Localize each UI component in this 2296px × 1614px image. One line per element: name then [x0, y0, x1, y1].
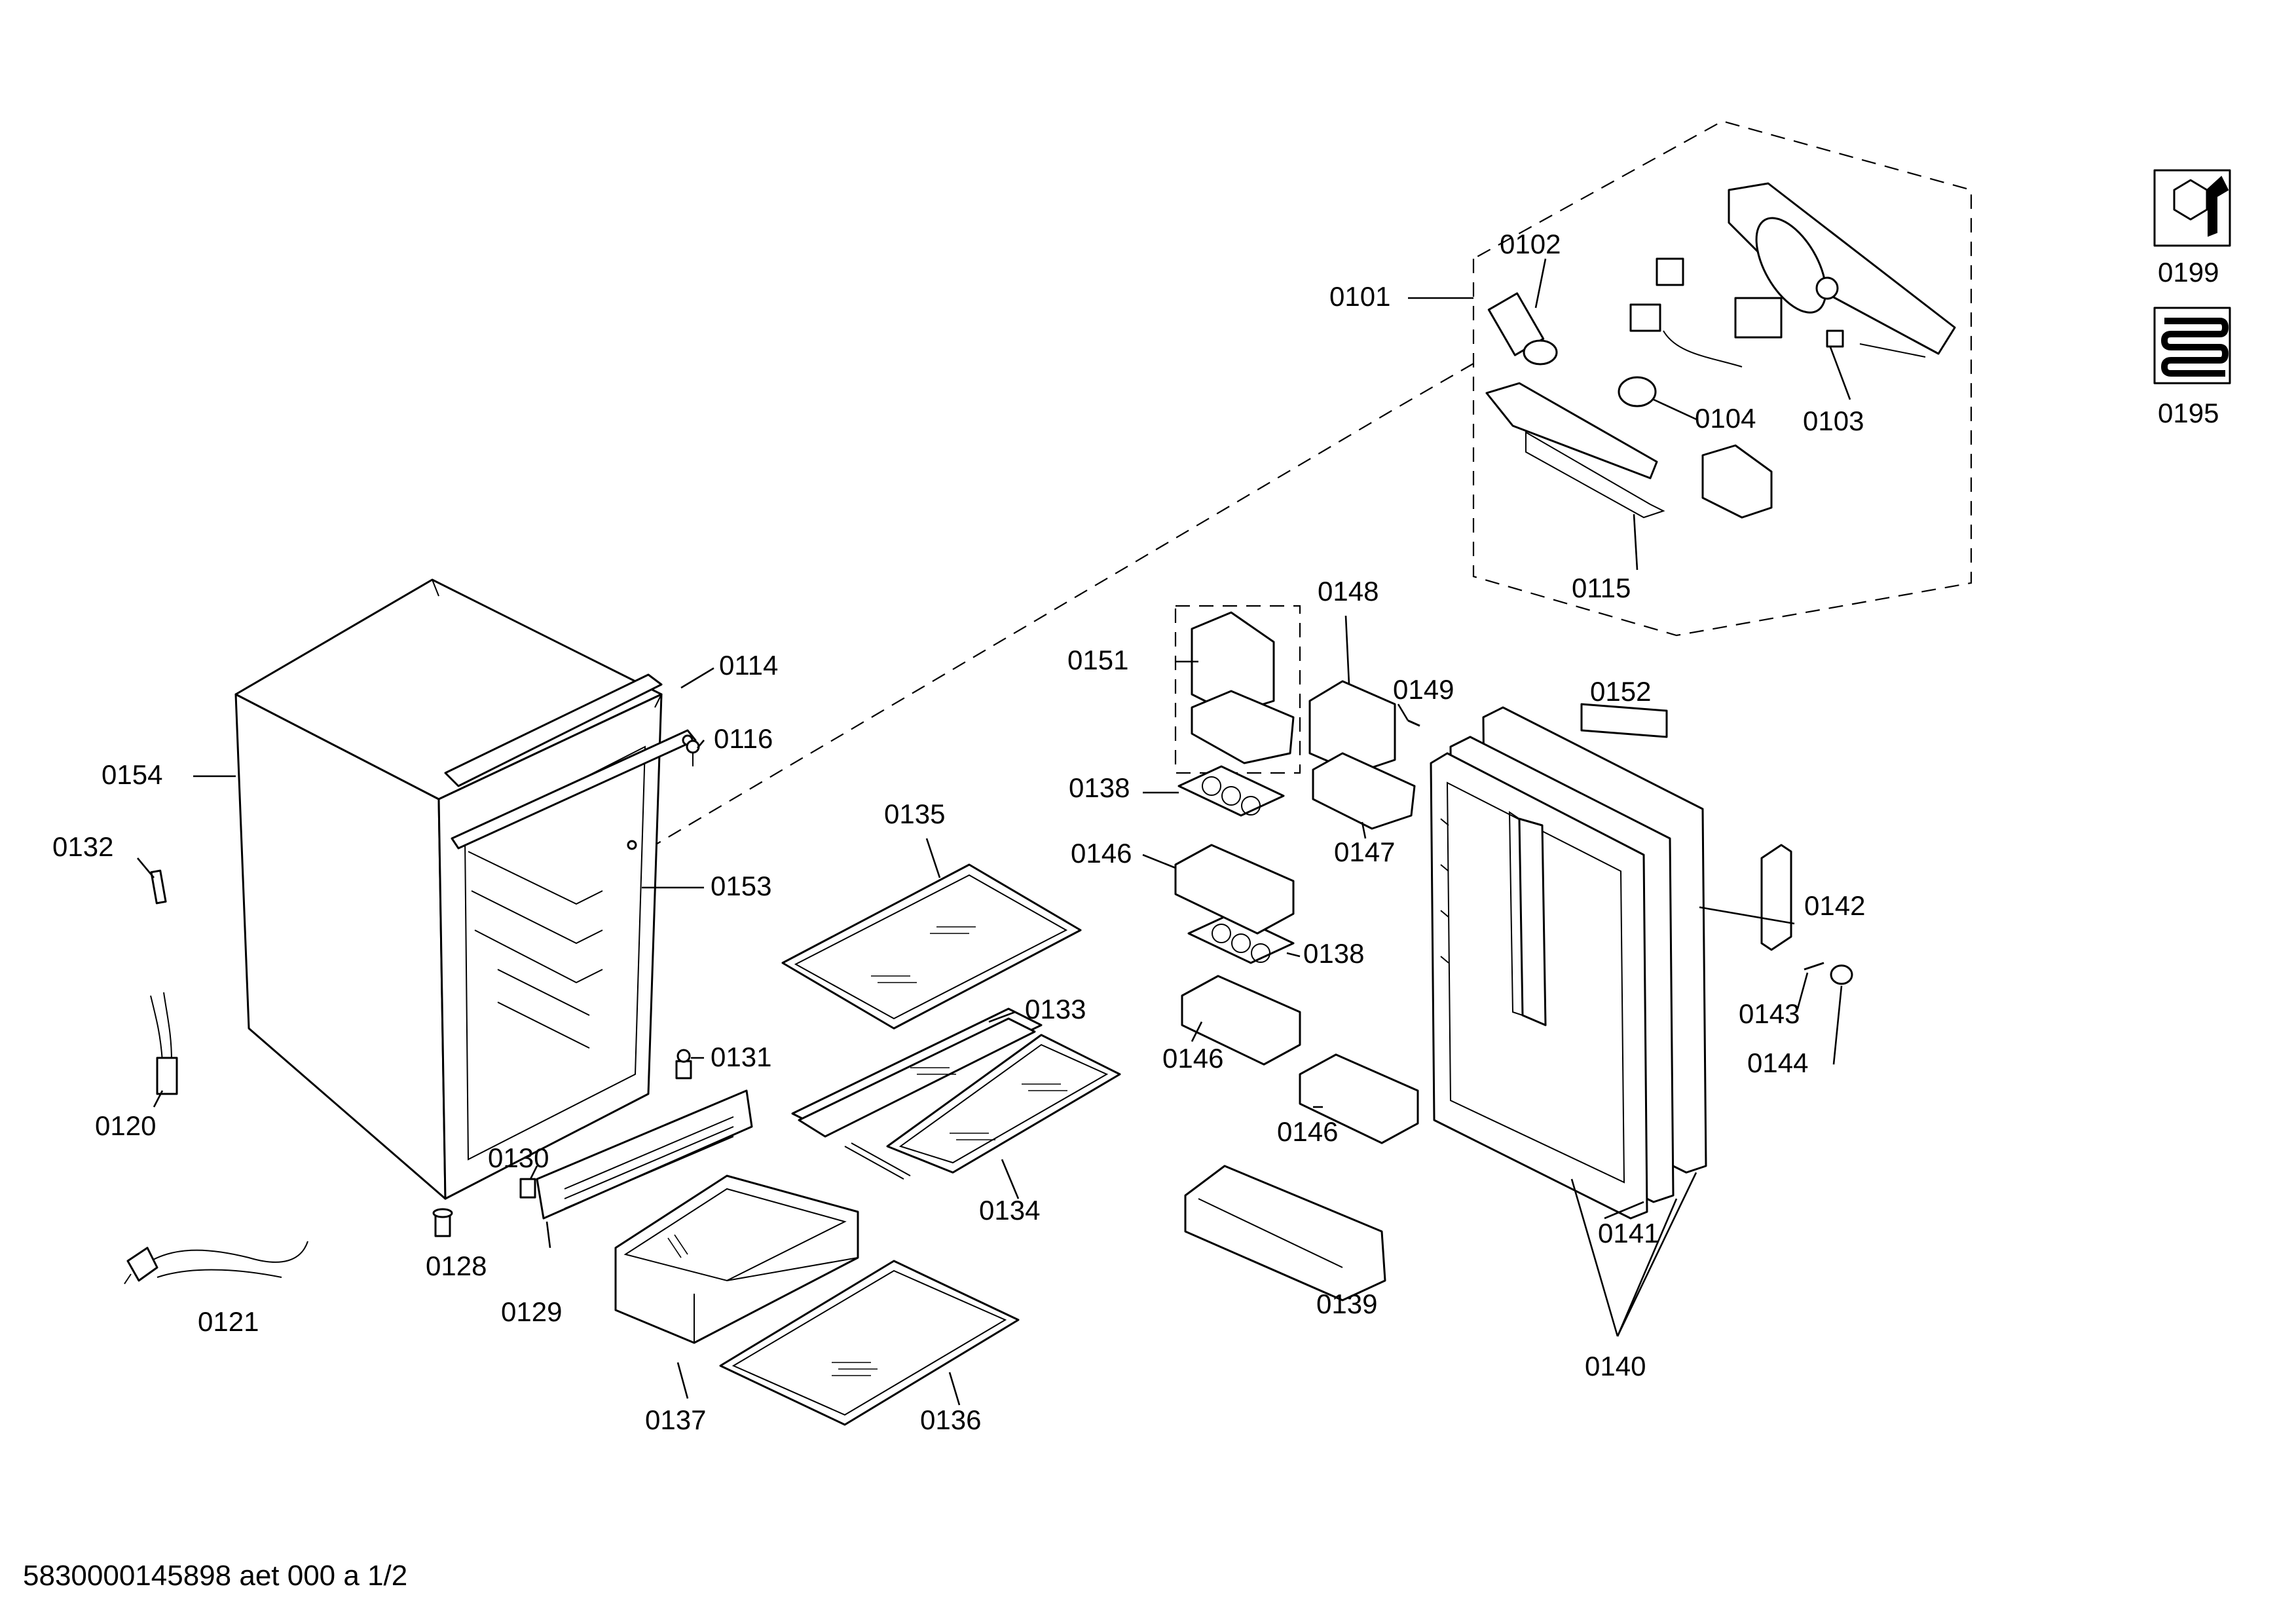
label-0151: 0151 — [1067, 645, 1128, 675]
label-0143: 0143 — [1739, 998, 1800, 1029]
label-0141: 0141 — [1598, 1218, 1659, 1248]
label-0138b: 0138 — [1303, 938, 1364, 969]
base-grille — [536, 1089, 753, 1220]
label-0195: 0195 — [2158, 398, 2219, 428]
label-0114: 0114 — [719, 650, 778, 681]
label-0154: 0154 — [102, 759, 162, 790]
document-id: 5830000145898 aet 000 a 1/2 — [23, 1560, 407, 1592]
label-0131: 0131 — [711, 1042, 771, 1072]
label-0128: 0128 — [426, 1250, 487, 1281]
label-0136: 0136 — [920, 1404, 981, 1435]
door-accessories — [1174, 605, 1420, 1302]
label-0144: 0144 — [1747, 1047, 1808, 1078]
control-assembly-outline — [654, 120, 1972, 846]
label-0135: 0135 — [884, 798, 945, 829]
hinge-parts — [1760, 844, 1853, 985]
loose-parts-left — [124, 869, 536, 1285]
label-0101: 0101 — [1329, 281, 1390, 312]
label-0153: 0153 — [711, 871, 771, 901]
label-0146a: 0146 — [1071, 838, 1132, 869]
label-0139: 0139 — [1316, 1288, 1377, 1319]
label-0116: 0116 — [714, 723, 773, 754]
label-0137: 0137 — [645, 1404, 706, 1435]
label-0115: 0115 — [1572, 572, 1631, 603]
label-0134: 0134 — [979, 1195, 1040, 1226]
label-0129: 0129 — [501, 1296, 562, 1327]
label-0130: 0130 — [488, 1142, 549, 1173]
door — [1430, 703, 1707, 1220]
label-0102: 0102 — [1500, 229, 1561, 259]
label-0104: 0104 — [1695, 403, 1756, 434]
label-0147: 0147 — [1334, 836, 1395, 867]
label-0142: 0142 — [1804, 890, 1865, 921]
label-0138a: 0138 — [1069, 772, 1130, 803]
label-0146b: 0146 — [1162, 1043, 1223, 1074]
label-0121: 0121 — [198, 1306, 259, 1337]
leader-lines — [137, 258, 1851, 1406]
label-0133: 0133 — [1025, 994, 1086, 1024]
crisper-drawer — [614, 1174, 859, 1344]
label-0152: 0152 — [1590, 676, 1651, 707]
wrench-nut-icon — [2153, 169, 2231, 247]
control-assembly-parts — [1485, 182, 1956, 519]
label-0148: 0148 — [1318, 576, 1379, 607]
label-0199: 0199 — [2158, 257, 2219, 288]
label-0140: 0140 — [1585, 1351, 1646, 1381]
label-0132: 0132 — [52, 831, 113, 862]
label-0149: 0149 — [1393, 674, 1454, 705]
label-0146c: 0146 — [1277, 1116, 1338, 1147]
cooling-coil-icon — [2153, 307, 2231, 385]
glass-shelves — [719, 863, 1121, 1426]
part-labels: 0101 0102 0104 0103 0115 0199 0195 0114 … — [52, 229, 2219, 1435]
cabinet — [234, 578, 700, 1200]
label-0120: 0120 — [95, 1110, 156, 1141]
label-0103: 0103 — [1803, 405, 1864, 436]
